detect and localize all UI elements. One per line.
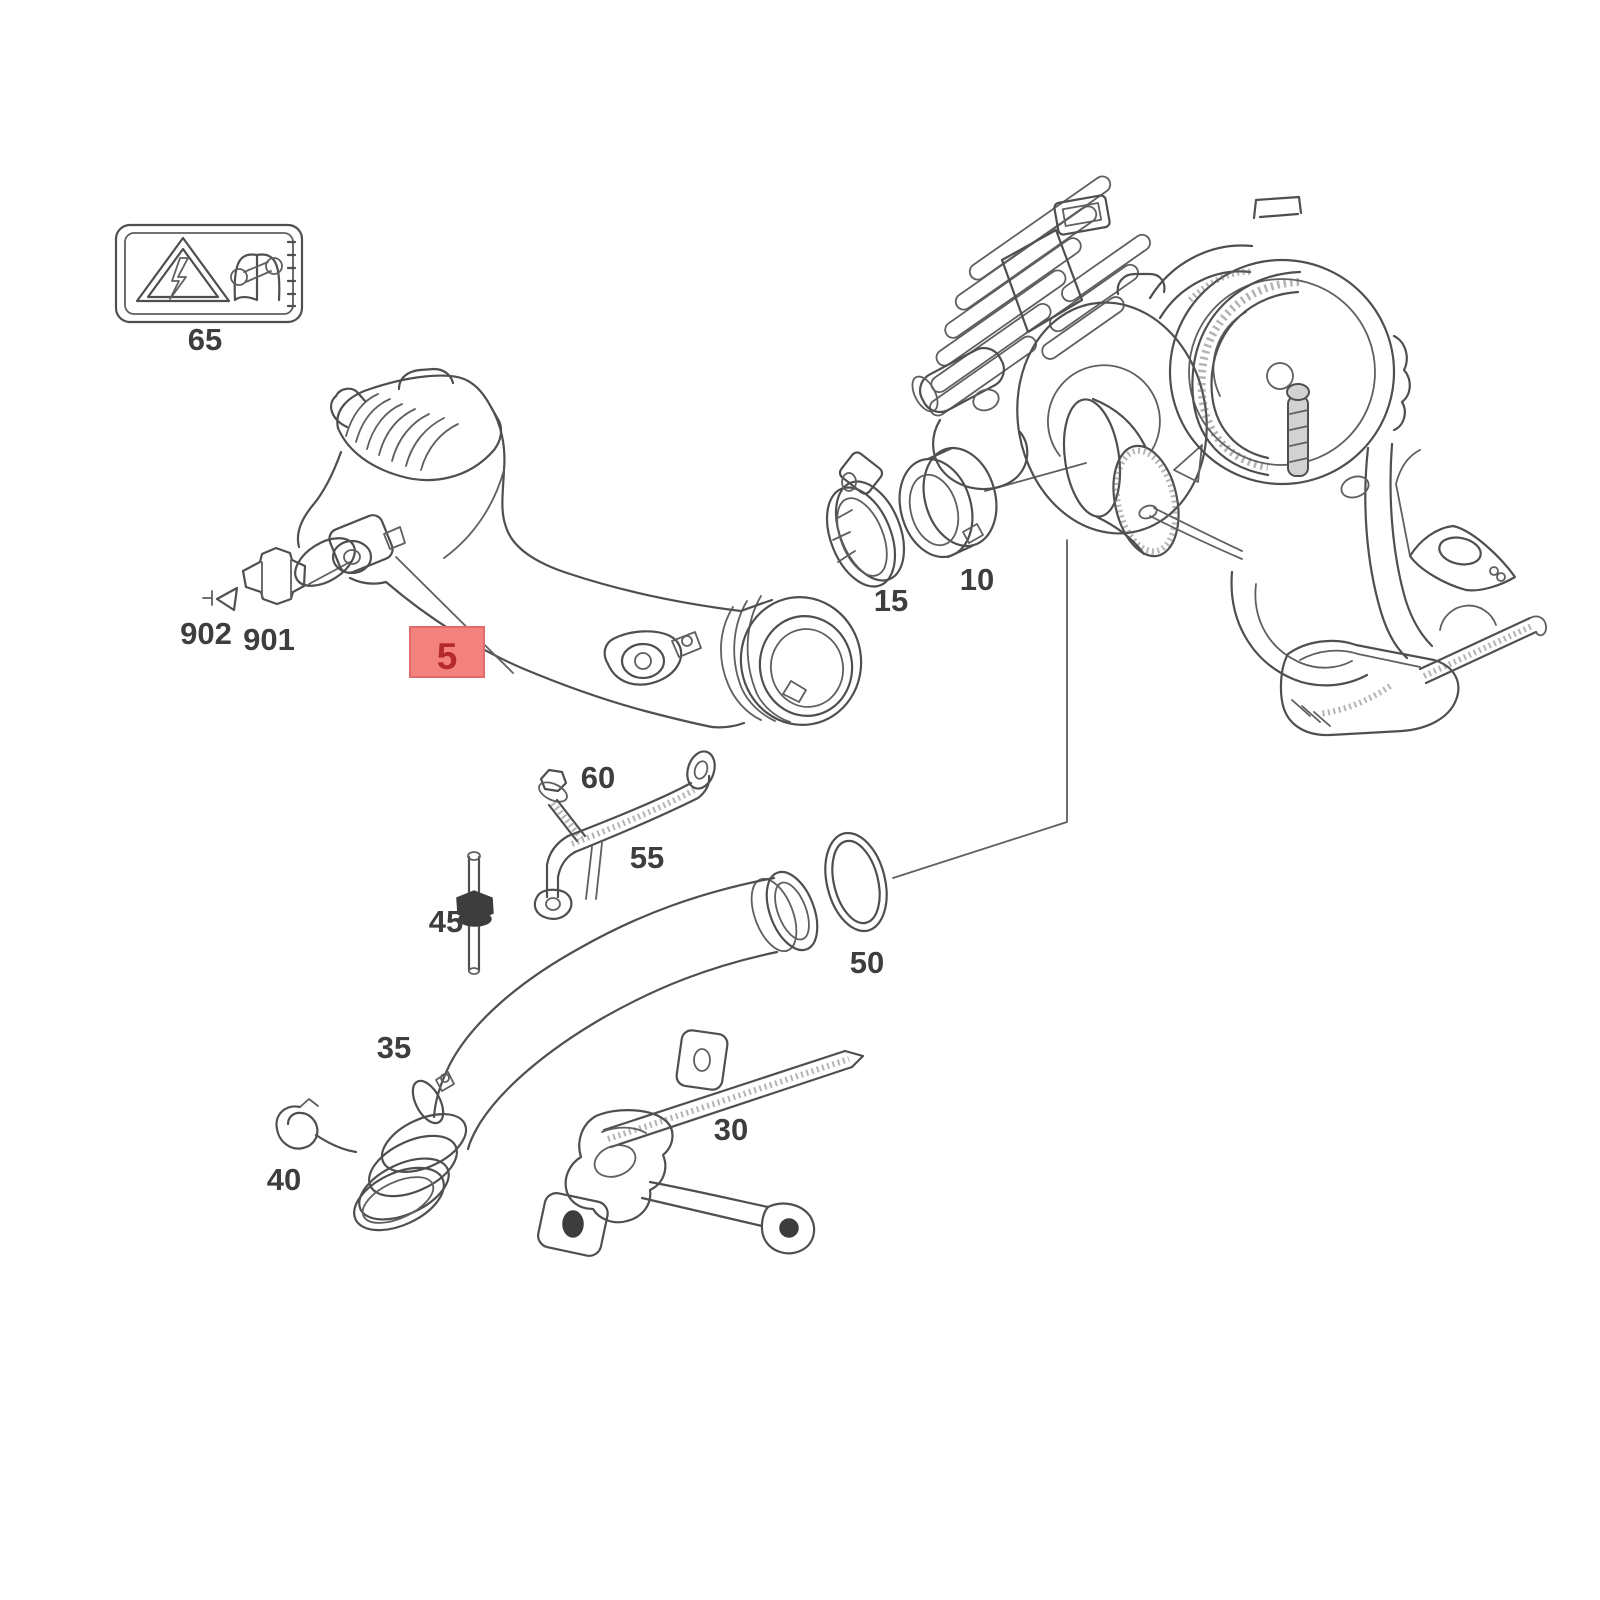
- part-label-50[interactable]: 50: [850, 945, 884, 980]
- clamp-screw-housing: [838, 451, 884, 495]
- flange-oval-hole: [1438, 536, 1482, 566]
- duct-body-lower-outline: [384, 580, 714, 729]
- actuator-face-panel: [1000, 228, 1084, 334]
- screw-cone: [215, 586, 239, 612]
- bolt-head: [539, 768, 568, 793]
- support-bar: [1418, 616, 1538, 685]
- turbine-housing: [1168, 258, 1396, 486]
- charge-air-duct-5: 5: [294, 367, 863, 729]
- wastegate-bracket-tab: [1173, 444, 1203, 483]
- bolt-60: 60: [538, 760, 615, 843]
- part-label-35[interactable]: 35: [377, 1030, 411, 1065]
- duct-arm-outline: [296, 450, 343, 549]
- o-ring-50: 50: [824, 539, 1068, 980]
- connector-901: 901: [241, 546, 351, 657]
- duct-bellows-ribs: [720, 595, 791, 723]
- actuator-canister: [932, 418, 1029, 491]
- label-text-lines: [286, 240, 297, 308]
- warning-plate-inner: [124, 232, 294, 315]
- part-label-902[interactable]: 902: [180, 616, 232, 651]
- bracket-center-body: [564, 1109, 674, 1224]
- leader-line-901: [308, 561, 351, 585]
- bracket-right-foot: [760, 1202, 816, 1255]
- housing-bridge: [1148, 244, 1254, 320]
- v-band-clamp-inner: [1210, 290, 1300, 460]
- leader-line-40: [314, 1133, 358, 1154]
- duct-crease: [443, 469, 505, 559]
- duct-air-sensor: [603, 630, 683, 686]
- outlet-flange-strip: [1364, 442, 1434, 660]
- bracket-strap: [566, 774, 711, 854]
- duct-corrugation-ribs: [345, 393, 459, 471]
- screw-902: 902: [180, 586, 239, 651]
- duct-bellows-end: [739, 596, 863, 726]
- screw-shaft: [202, 590, 213, 606]
- actuator-fin-stack: [929, 175, 1151, 417]
- v-band-clamp-outer: [1191, 270, 1302, 477]
- bracket-eye: [686, 750, 716, 790]
- part-label-60[interactable]: 60: [581, 760, 615, 795]
- sleeve-tab: [962, 523, 984, 544]
- open-book-icon: [233, 253, 281, 302]
- part-label-901[interactable]: 901: [243, 622, 295, 657]
- pipe-lower-outline: [466, 950, 779, 1151]
- retaining-clip-40: 40: [267, 1098, 358, 1197]
- o-ring-inner: [831, 839, 881, 925]
- duct-arm-port: [294, 537, 356, 587]
- duct-body-upper-outline: [489, 405, 743, 613]
- bracket-strap-long: [602, 1049, 854, 1149]
- mounting-bracket-30: 30: [537, 1029, 865, 1257]
- downpipe-opening: [1230, 570, 1369, 687]
- exhaust-flange-plate: [1408, 524, 1517, 592]
- pipe-upper-outline: [432, 876, 776, 1119]
- highlight-box[interactable]: [409, 626, 485, 678]
- turbocharger-assembly-drawing: [911, 175, 1547, 737]
- clamp-band: [825, 486, 897, 588]
- leader-line-5: [395, 556, 514, 674]
- turbine-top-tab: [1252, 195, 1303, 220]
- compressor-inlet-bore: [1062, 398, 1122, 518]
- support-bracket-55: 55: [533, 750, 716, 920]
- leader-line-50: [892, 539, 1068, 879]
- part-label-5[interactable]: 5: [437, 636, 458, 677]
- part-label-45[interactable]: 45: [429, 904, 463, 939]
- clamp-tension-bolt: [1287, 395, 1309, 477]
- lightning-bolt-icon: [169, 257, 189, 300]
- clip-hook: [275, 1105, 319, 1150]
- part-label-40[interactable]: 40: [267, 1162, 301, 1197]
- warning-plate-outline: [114, 223, 304, 324]
- duct-keyway-notch: [782, 680, 807, 703]
- o-ring-outer: [824, 831, 888, 933]
- charge-air-pipe-35: 35: [353, 870, 819, 1232]
- mounting-foot-plate: [1279, 639, 1460, 737]
- compressor-housing: [1016, 301, 1208, 535]
- part-label-10[interactable]: 10: [960, 562, 994, 597]
- bracket-top-tab: [675, 1029, 729, 1091]
- stud-45: 45: [429, 851, 494, 975]
- warning-label-65: 65: [114, 223, 304, 357]
- bracket-right-arm: [640, 1180, 770, 1228]
- duct-ear: [330, 387, 367, 429]
- part-label-55[interactable]: 55: [630, 840, 664, 875]
- bracket-left-foot: [537, 1192, 609, 1257]
- hose-clamp-15: 15: [825, 451, 908, 618]
- part-label-65[interactable]: 65: [188, 322, 222, 357]
- part-label-30[interactable]: 30: [714, 1112, 748, 1147]
- warning-triangle-icon: [135, 236, 231, 303]
- part-label-15[interactable]: 15: [874, 583, 908, 618]
- pipe-collar: [765, 870, 819, 952]
- bracket-foot: [533, 888, 573, 920]
- actuator-top-bracket: [1053, 194, 1111, 236]
- pipe-clamp: [411, 1079, 445, 1125]
- duct-cap-tab: [397, 367, 455, 391]
- wrench-icon: [230, 268, 248, 286]
- actuator-stub-cylinder: [919, 346, 1005, 414]
- wastegate-rod: [1149, 507, 1243, 560]
- pipe-bellows: [380, 1113, 468, 1173]
- coupling-sleeve-10: 10: [898, 446, 1087, 597]
